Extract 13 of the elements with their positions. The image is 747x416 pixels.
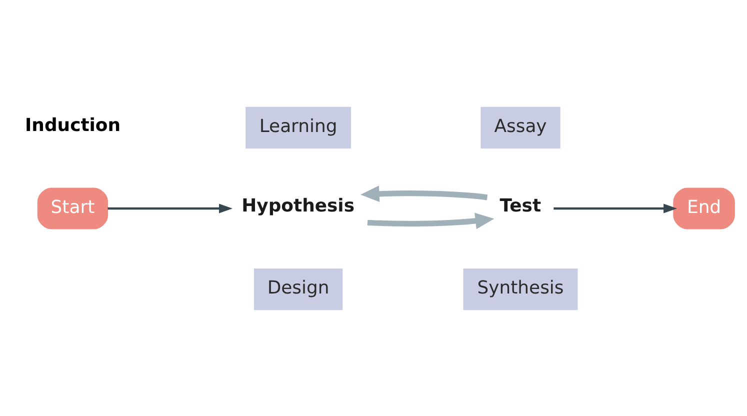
node-text: Test xyxy=(500,195,542,216)
node-box: Assay xyxy=(480,106,560,148)
arrow xyxy=(108,203,233,213)
node-box: Start xyxy=(37,187,108,229)
arrow xyxy=(360,185,488,202)
node-box: Synthesis xyxy=(463,268,578,310)
node-box: Design xyxy=(254,268,343,310)
arrow xyxy=(554,203,678,213)
node-box: End xyxy=(673,187,735,229)
label: Induction xyxy=(25,114,121,136)
node-box: Learning xyxy=(246,106,352,148)
arrow xyxy=(367,212,494,229)
node-text: Hypothesis xyxy=(242,195,355,216)
